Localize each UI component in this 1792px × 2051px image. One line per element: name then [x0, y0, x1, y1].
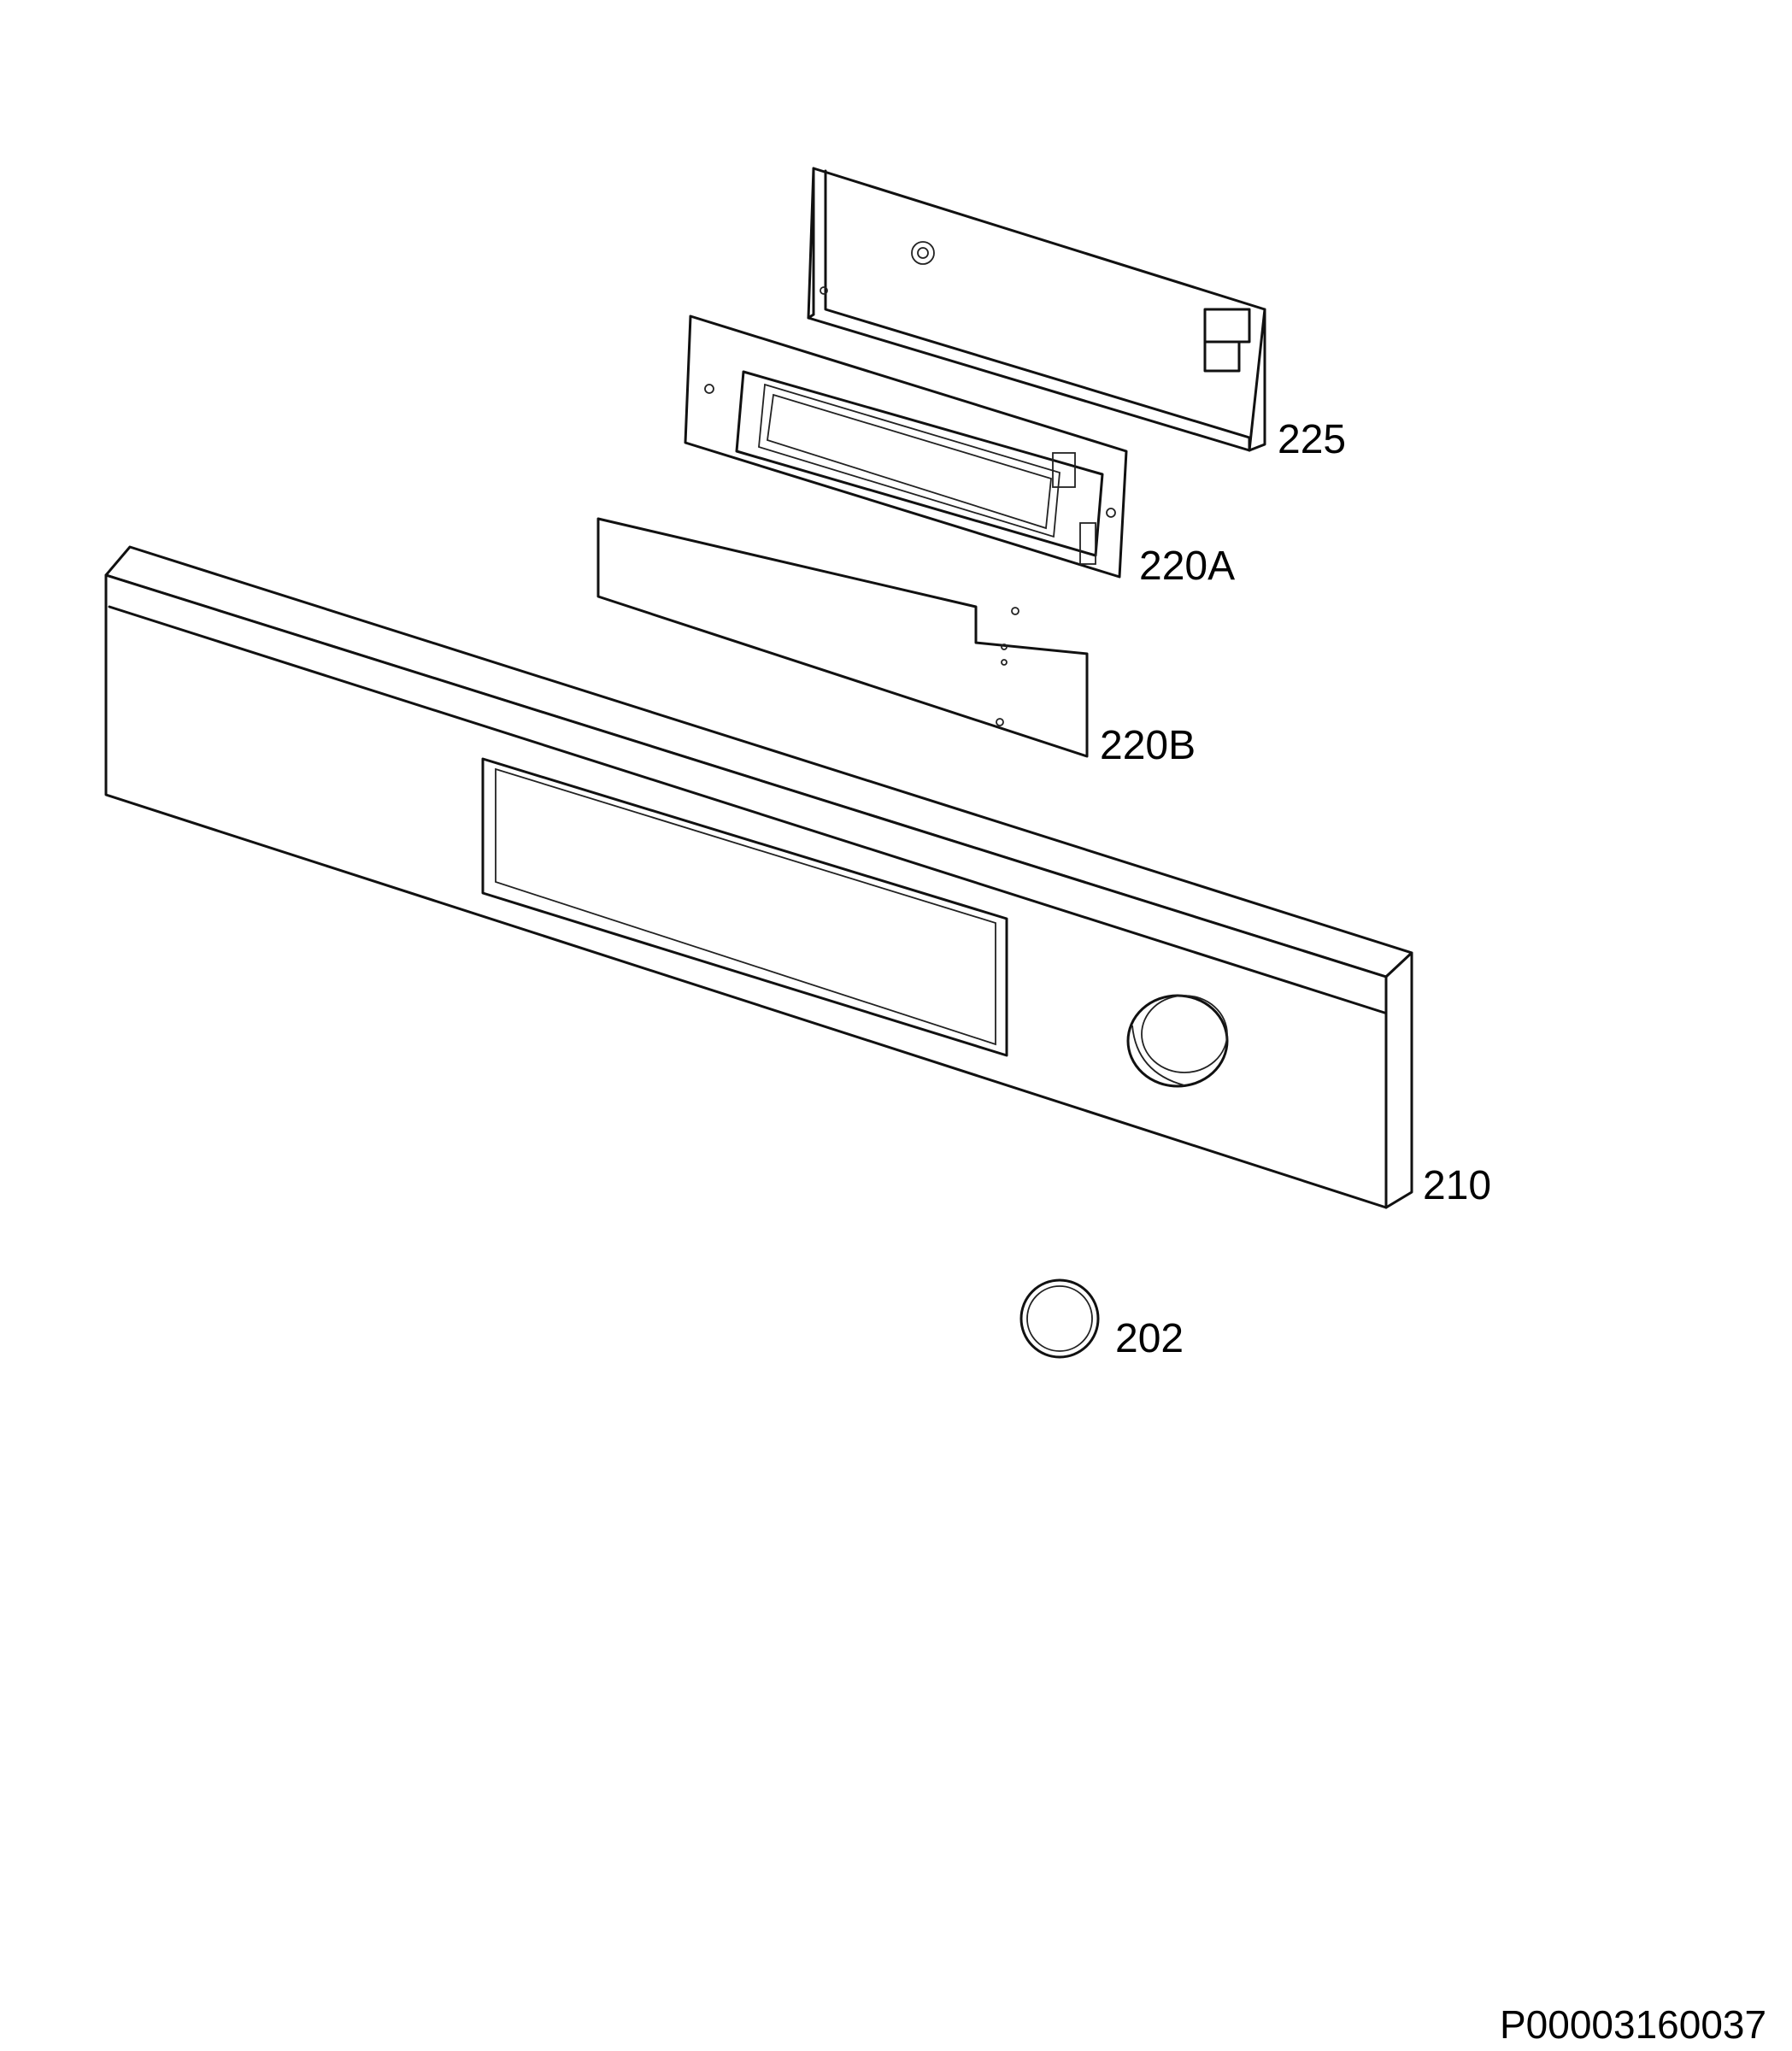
callout-220b: 220B — [1100, 723, 1196, 768]
callout-220a: 220A — [1139, 544, 1235, 589]
part-220a-board[interactable] — [684, 314, 1128, 579]
callout-225: 225 — [1278, 417, 1346, 462]
callout-210: 210 — [1423, 1163, 1491, 1208]
callout-202: 202 — [1115, 1316, 1184, 1361]
part-202-ring[interactable] — [1019, 1278, 1100, 1359]
part-225-frame[interactable] — [807, 167, 1266, 452]
part-210-control-panel[interactable] — [104, 545, 1413, 1209]
part-220b-panel[interactable] — [596, 517, 1089, 758]
document-code: P00003160037 — [1500, 2002, 1766, 2047]
